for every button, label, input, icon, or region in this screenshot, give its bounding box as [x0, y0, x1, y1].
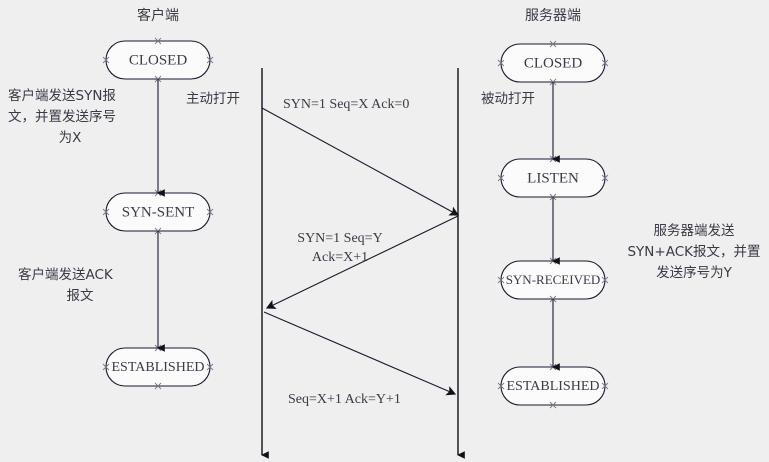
state-server-syn-received: SYN-RECEIVED [497, 257, 609, 303]
box-handle-icon [497, 382, 505, 390]
message-arrow-syn-ack [265, 215, 459, 309]
box-handle-icon [549, 401, 557, 409]
box-handle-icon [549, 40, 557, 48]
message-arrow-ack [263, 311, 457, 396]
column-titles: 客户端 服务器端 [137, 7, 581, 24]
box-handle-icon [497, 276, 505, 284]
box-handle-icon [206, 56, 214, 64]
box-handle-icon [601, 59, 609, 67]
column-title-client: 客户端 [137, 7, 179, 24]
box-handle-icon [102, 363, 110, 371]
box-handle-icon [206, 208, 214, 216]
box-handle-icon [601, 174, 609, 182]
server-state-group: CLOSED LISTEN SYN-RECEIVED ESTABLISHED [497, 40, 609, 409]
box-handle-icon [154, 382, 162, 390]
open-label-client: 主动打开 [186, 90, 240, 107]
state-label: ESTABLISHED [112, 360, 205, 375]
state-client-syn-sent: SYN-SENT [102, 189, 214, 235]
state-label: ESTABLISHED [507, 379, 600, 394]
state-client-closed: CLOSED [102, 37, 214, 83]
state-server-established: ESTABLISHED [497, 363, 609, 409]
state-label: LISTEN [527, 170, 579, 186]
state-label: CLOSED [129, 52, 188, 68]
box-handle-icon [497, 59, 505, 67]
open-labels-group: 主动打开 被动打开 [186, 90, 535, 107]
note-client-0: 客户端发送SYN报文，并置发送序号为X [8, 87, 116, 146]
open-label-server: 被动打开 [481, 90, 535, 107]
timelines-group [261, 68, 465, 459]
message-label-syn: SYN=1 Seq=X Ack=0 [283, 97, 409, 112]
column-title-server: 服务器端 [525, 8, 581, 24]
box-handle-icon [601, 276, 609, 284]
state-server-closed: CLOSED [497, 40, 609, 86]
state-server-listen: LISTEN [497, 155, 609, 201]
box-handle-icon [206, 363, 214, 371]
box-handle-icon [102, 208, 110, 216]
box-handle-icon [497, 174, 505, 182]
message-arrow-syn [261, 107, 460, 216]
client-state-group: CLOSED SYN-SENT ESTABLISHED [102, 37, 214, 390]
box-handle-icon [102, 56, 110, 64]
message-label-ack: Seq=X+1 Ack=Y+1 [288, 392, 401, 407]
state-label: CLOSED [524, 55, 583, 71]
box-handle-icon [601, 382, 609, 390]
state-label: SYN-RECEIVED [506, 272, 601, 287]
state-client-established: ESTABLISHED [102, 344, 214, 390]
box-handle-icon [154, 37, 162, 45]
state-label: SYN-SENT [122, 204, 195, 220]
